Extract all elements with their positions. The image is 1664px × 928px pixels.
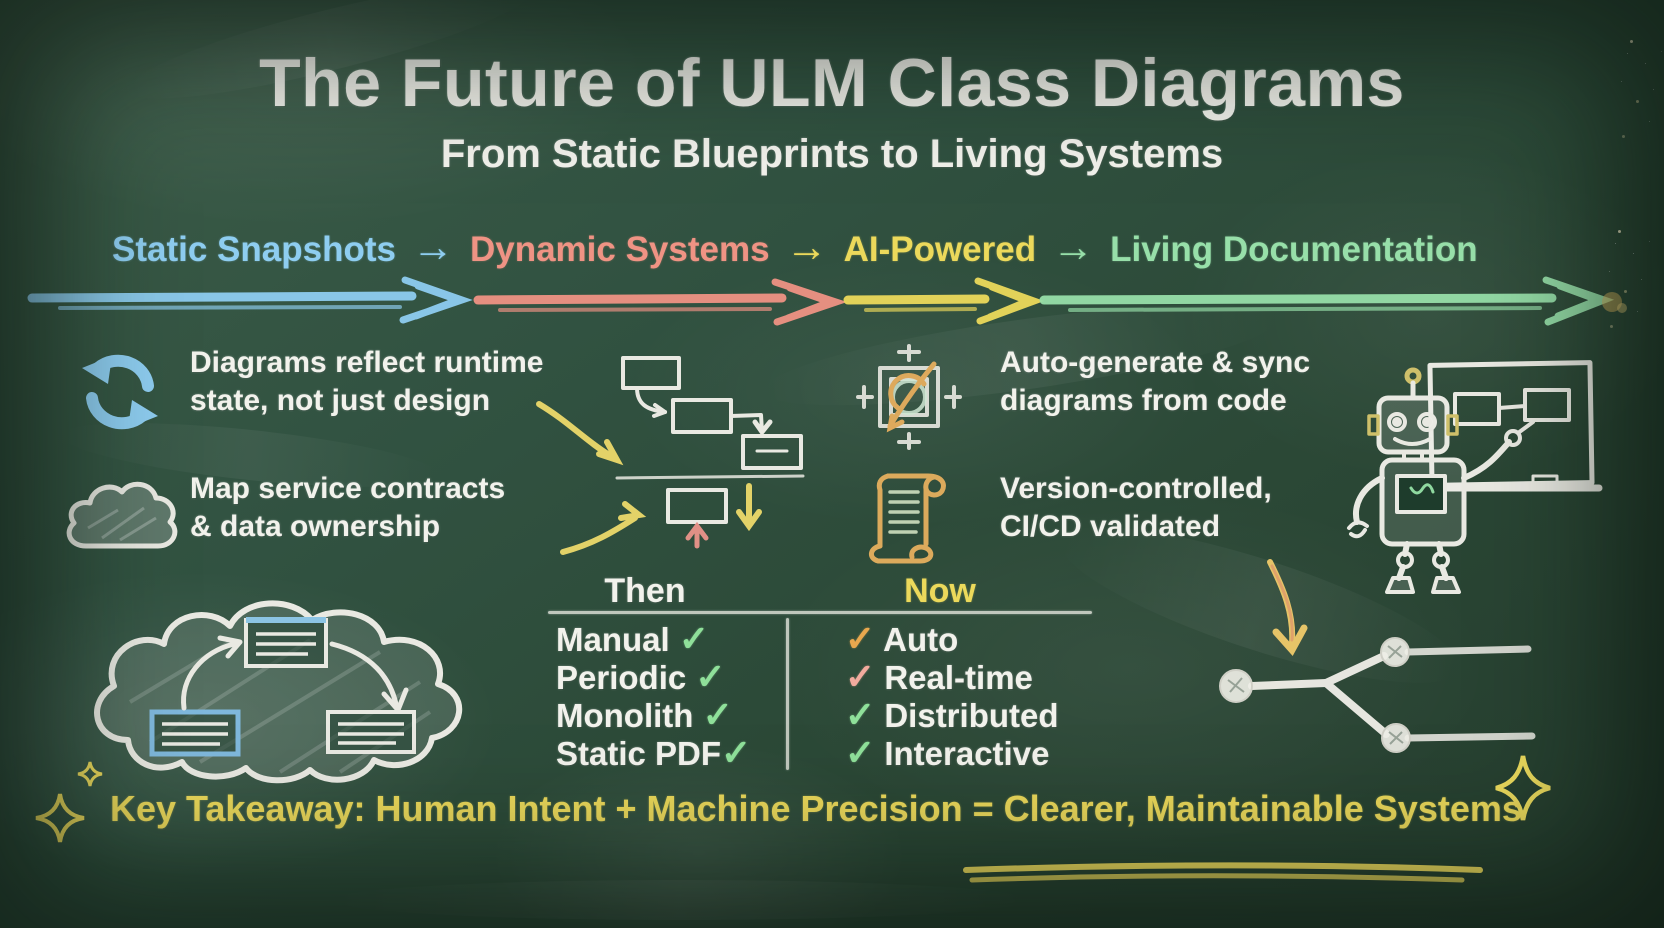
check-icon: ✓ <box>702 694 733 735</box>
table-row: ✓ Distributed <box>845 694 1105 735</box>
table-divider-horizontal <box>548 611 1092 614</box>
table-row: ✓ Real-time <box>845 656 1105 697</box>
then-value: Manual <box>556 621 670 658</box>
curved-arrow-icon <box>1267 559 1308 657</box>
feature-line: Auto-generate & sync <box>1000 346 1311 379</box>
table-row: Periodic ✓ <box>556 656 776 697</box>
feature-line: state, not just design <box>190 384 491 417</box>
chalk-specks <box>1618 230 1621 233</box>
then-column: Manual ✓ Periodic ✓ Monolith ✓ Static PD… <box>556 618 776 773</box>
check-icon: ✓ <box>845 694 876 735</box>
flow-stage-static-snapshots: Static Snapshots <box>112 230 396 269</box>
flowchart-sketch-illustration <box>536 356 805 555</box>
check-icon: ✓ <box>695 656 726 697</box>
table-row: ✓ Interactive <box>845 732 1105 773</box>
chip-icon <box>856 344 962 450</box>
flow-arrows-illustration <box>27 276 1627 326</box>
table-row: Manual ✓ <box>556 618 776 659</box>
flow-stage-dynamic-systems: Dynamic Systems <box>469 230 770 269</box>
flow-stage-ai-powered: AI-Powered <box>843 230 1037 269</box>
scroll-icon <box>869 473 946 564</box>
arrow-right-icon: → <box>785 223 828 270</box>
chalk-smudge <box>330 880 1030 920</box>
feature-auto-generate: Auto-generate & sync diagrams from code <box>1000 344 1310 420</box>
check-icon: ✓ <box>845 732 876 773</box>
arrow-right-icon: → <box>1052 223 1095 270</box>
feature-version-controlled: Version-controlled, CI/CD validated <box>1000 470 1272 546</box>
then-value: Monolith <box>556 697 694 734</box>
cloud-icon <box>66 481 178 549</box>
now-value: Distributed <box>884 697 1059 734</box>
chalk-spark <box>1602 292 1622 312</box>
evolution-flow: Static Snapshots → Dynamic Systems → AI-… <box>112 223 1478 274</box>
check-icon: ✓ <box>845 656 876 697</box>
comparison-now-header: Now <box>904 572 976 610</box>
flow-stage-living-documentation: Living Documentation <box>1110 230 1478 269</box>
sparkle-icon <box>35 761 103 843</box>
check-icon: ✓ <box>678 618 710 659</box>
feature-runtime-state: Diagrams reflect runtime state, not just… <box>190 344 543 420</box>
page-subtitle: From Static Blueprints to Living Systems <box>440 132 1224 176</box>
feature-line: & data ownership <box>190 510 441 543</box>
feature-line: Version-controlled, <box>1000 472 1272 505</box>
then-value: Static PDF <box>556 735 722 772</box>
takeaway-underline <box>963 862 1483 883</box>
sync-icon <box>82 354 158 430</box>
feature-line: Diagrams reflect runtime <box>190 346 544 379</box>
table-row: Monolith ✓ <box>556 694 776 735</box>
now-value: Auto <box>883 621 959 658</box>
branch-diagram-illustration <box>1219 637 1536 753</box>
robot-illustration <box>1347 360 1603 594</box>
chalk-specks <box>1630 40 1633 43</box>
check-icon: ✓ <box>721 732 752 773</box>
feature-line: diagrams from code <box>1000 384 1287 417</box>
then-value: Periodic <box>556 659 687 696</box>
cloud-architecture-illustration <box>94 600 463 784</box>
feature-line: Map service contracts <box>190 472 506 505</box>
comparison-then-header: Then <box>604 572 686 610</box>
arrow-right-icon: → <box>411 223 454 270</box>
feature-line: CI/CD validated <box>1000 510 1221 543</box>
table-divider-vertical <box>786 618 789 770</box>
table-row: Static PDF✓ <box>556 732 776 773</box>
sparkle-icon <box>1495 755 1551 821</box>
table-row: ✓ Auto <box>845 618 1105 659</box>
now-column: ✓ Auto ✓ Real-time ✓ Distributed ✓ Inter… <box>845 618 1105 773</box>
now-value: Real-time <box>884 659 1033 696</box>
page-title: The Future of ULM Class Diagrams <box>259 45 1405 121</box>
feature-service-contracts: Map service contracts & data ownership <box>190 470 505 546</box>
key-takeaway: Key Takeaway: Human Intent + Machine Pre… <box>110 788 1522 829</box>
now-value: Interactive <box>884 735 1050 772</box>
check-icon: ✓ <box>845 618 876 659</box>
